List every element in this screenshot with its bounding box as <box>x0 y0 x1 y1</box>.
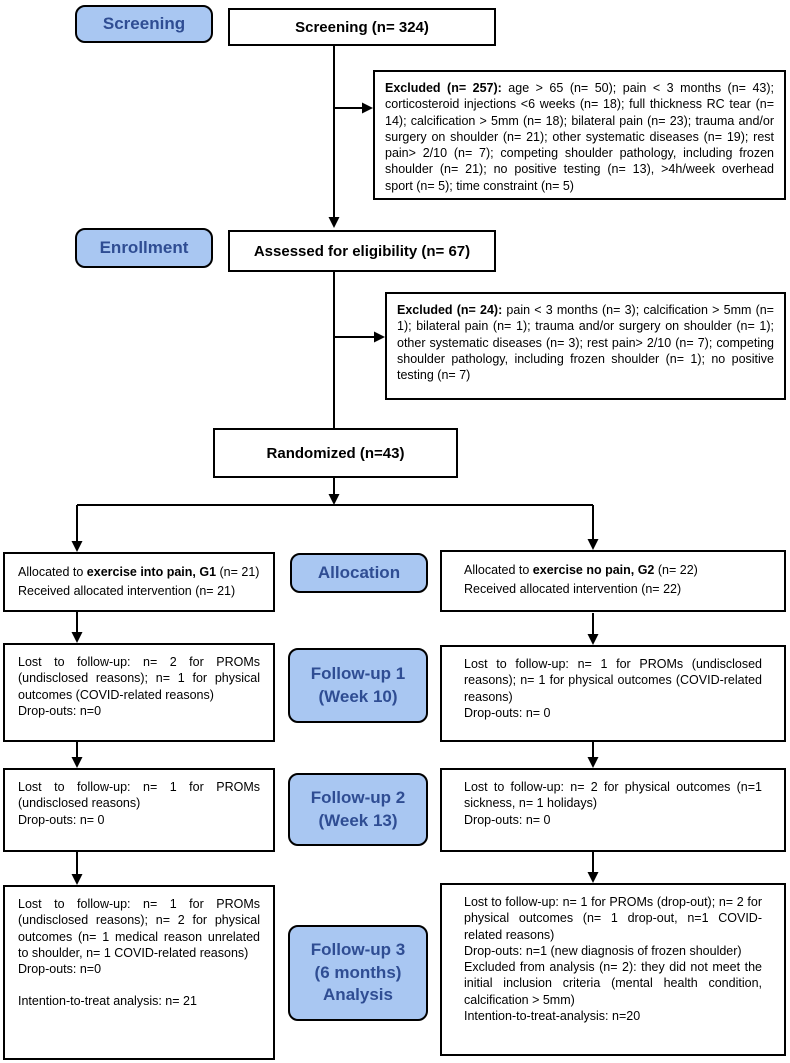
followup3-line1: Follow-up 3 <box>310 939 406 959</box>
excluded-screening-text: Excluded (n= 257): age > 65 (n= 50); pai… <box>385 80 774 194</box>
fu3-g1-dropouts: Drop-outs: n=0 <box>18 962 102 977</box>
allocated-g1-line2: Received allocated intervention (n= 21) <box>18 584 236 598</box>
box-fu2-g2: Lost to follow-up: n= 2 for physical out… <box>440 768 786 852</box>
alloc-g1-n: (n= 21) <box>216 565 260 579</box>
alloc-g2-n: (n= 22) <box>654 563 698 577</box>
box-screening-title: Screening (n= 324) <box>295 18 429 36</box>
alloc-g1-group: exercise into pain, G1 <box>86 565 217 579</box>
fu3-g2-excluded: Excluded from analysis (n= 2): they did … <box>464 960 762 1007</box>
fu3-g1-itt: Intention-to-treat analysis: n= 21 <box>18 994 197 1009</box>
box-fu3-g1: Lost to follow-up: n= 1 for PROMs (undis… <box>3 885 275 1060</box>
fu2-g2-dropouts: Drop-outs: n= 0 <box>464 812 551 827</box>
box-randomized-title: Randomized (n=43) <box>266 444 405 462</box>
fu3-g1-lost: Lost to follow-up: n= 1 for PROMs (undis… <box>18 897 260 960</box>
stage-label-followup2: Follow-up 2 (Week 13) <box>288 773 428 846</box>
excluded-eligibility-detail: pain < 3 months (n= 3); calcification > … <box>397 303 774 383</box>
alloc-g2-prefix: Allocated to <box>464 563 533 577</box>
fu3-g2-itt: Intention-to-treat-analysis: n=20 <box>464 1009 641 1024</box>
fu3-g2-dropouts: Drop-outs: n=1 (new diagnosis of frozen … <box>464 943 742 958</box>
fu2-g1-lost: Lost to follow-up: n= 1 for PROMs (undis… <box>18 780 260 811</box>
box-assessed: Assessed for eligibility (n= 67) <box>228 230 496 272</box>
fu3-g2-lost: Lost to follow-up: n= 1 for PROMs (drop-… <box>464 895 762 942</box>
box-screening: Screening (n= 324) <box>228 8 496 46</box>
followup2-line1: Follow-up 2 <box>310 787 406 807</box>
allocated-g2-line1: Allocated to exercise no pain, G2 (n= 22… <box>464 561 762 580</box>
stage-label-allocation: Allocation <box>290 553 428 593</box>
fu1-g1-dropouts: Drop-outs: n=0 <box>18 703 102 718</box>
alloc-g2-group: exercise no pain, G2 <box>532 563 655 577</box>
stage-label-followup1: Follow-up 1 (Week 10) <box>288 648 428 723</box>
fu2-g2-lost: Lost to follow-up: n= 2 for physical out… <box>464 780 762 811</box>
excluded-screening-detail: age > 65 (n= 50); pain < 3 months (n= 43… <box>385 81 774 193</box>
fu1-g2-dropouts: Drop-outs: n= 0 <box>464 705 551 720</box>
stage-label-followup3: Follow-up 3 (6 months) Analysis <box>288 925 428 1021</box>
excluded-eligibility-text: Excluded (n= 24): pain < 3 months (n= 3)… <box>397 302 774 383</box>
allocated-g2-line2: Received allocated intervention (n= 22) <box>464 582 682 596</box>
stage-label-enrollment: Enrollment <box>75 228 213 268</box>
box-fu1-g2: Lost to follow-up: n= 1 for PROMs (undis… <box>440 645 786 742</box>
box-allocated-g2: Allocated to exercise no pain, G2 (n= 22… <box>440 550 786 612</box>
box-excluded-screening: Excluded (n= 257): age > 65 (n= 50); pai… <box>373 70 786 200</box>
followup1-line2: (Week 10) <box>318 686 398 706</box>
allocated-g1-line1: Allocated to exercise into pain, G1 (n= … <box>18 563 260 582</box>
box-fu1-g1: Lost to follow-up: n= 2 for PROMs (undis… <box>3 643 275 742</box>
followup3-line3: Analysis <box>323 985 393 1005</box>
stage-label-allocation-text: Allocation <box>317 562 401 582</box>
stage-label-enrollment-text: Enrollment <box>99 237 189 257</box>
box-fu2-g1: Lost to follow-up: n= 1 for PROMs (undis… <box>3 768 275 852</box>
excluded-screening-lead: Excluded (n= 257): <box>385 81 502 95</box>
alloc-g1-prefix: Allocated to <box>18 565 87 579</box>
fu1-g2-lost: Lost to follow-up: n= 1 for PROMs (undis… <box>464 657 762 704</box>
followup2-line2: (Week 13) <box>318 810 398 830</box>
followup1-line1: Follow-up 1 <box>310 663 406 683</box>
stage-label-screening-text: Screening <box>102 13 186 33</box>
box-randomized: Randomized (n=43) <box>213 428 458 478</box>
fu1-g1-lost: Lost to follow-up: n= 2 for PROMs (undis… <box>18 655 260 702</box>
box-excluded-eligibility: Excluded (n= 24): pain < 3 months (n= 3)… <box>385 292 786 400</box>
box-assessed-title: Assessed for eligibility (n= 67) <box>253 242 471 260</box>
connector-arrowheads <box>71 102 599 885</box>
box-allocated-g1: Allocated to exercise into pain, G1 (n= … <box>3 552 275 612</box>
fu2-g1-dropouts: Drop-outs: n= 0 <box>18 812 105 827</box>
stage-label-screening: Screening <box>75 5 213 43</box>
followup3-line2: (6 months) <box>314 962 402 982</box>
excluded-eligibility-lead: Excluded (n= 24): <box>397 303 503 317</box>
box-fu3-g2: Lost to follow-up: n= 1 for PROMs (drop-… <box>440 883 786 1056</box>
connector-lines <box>76 46 594 876</box>
